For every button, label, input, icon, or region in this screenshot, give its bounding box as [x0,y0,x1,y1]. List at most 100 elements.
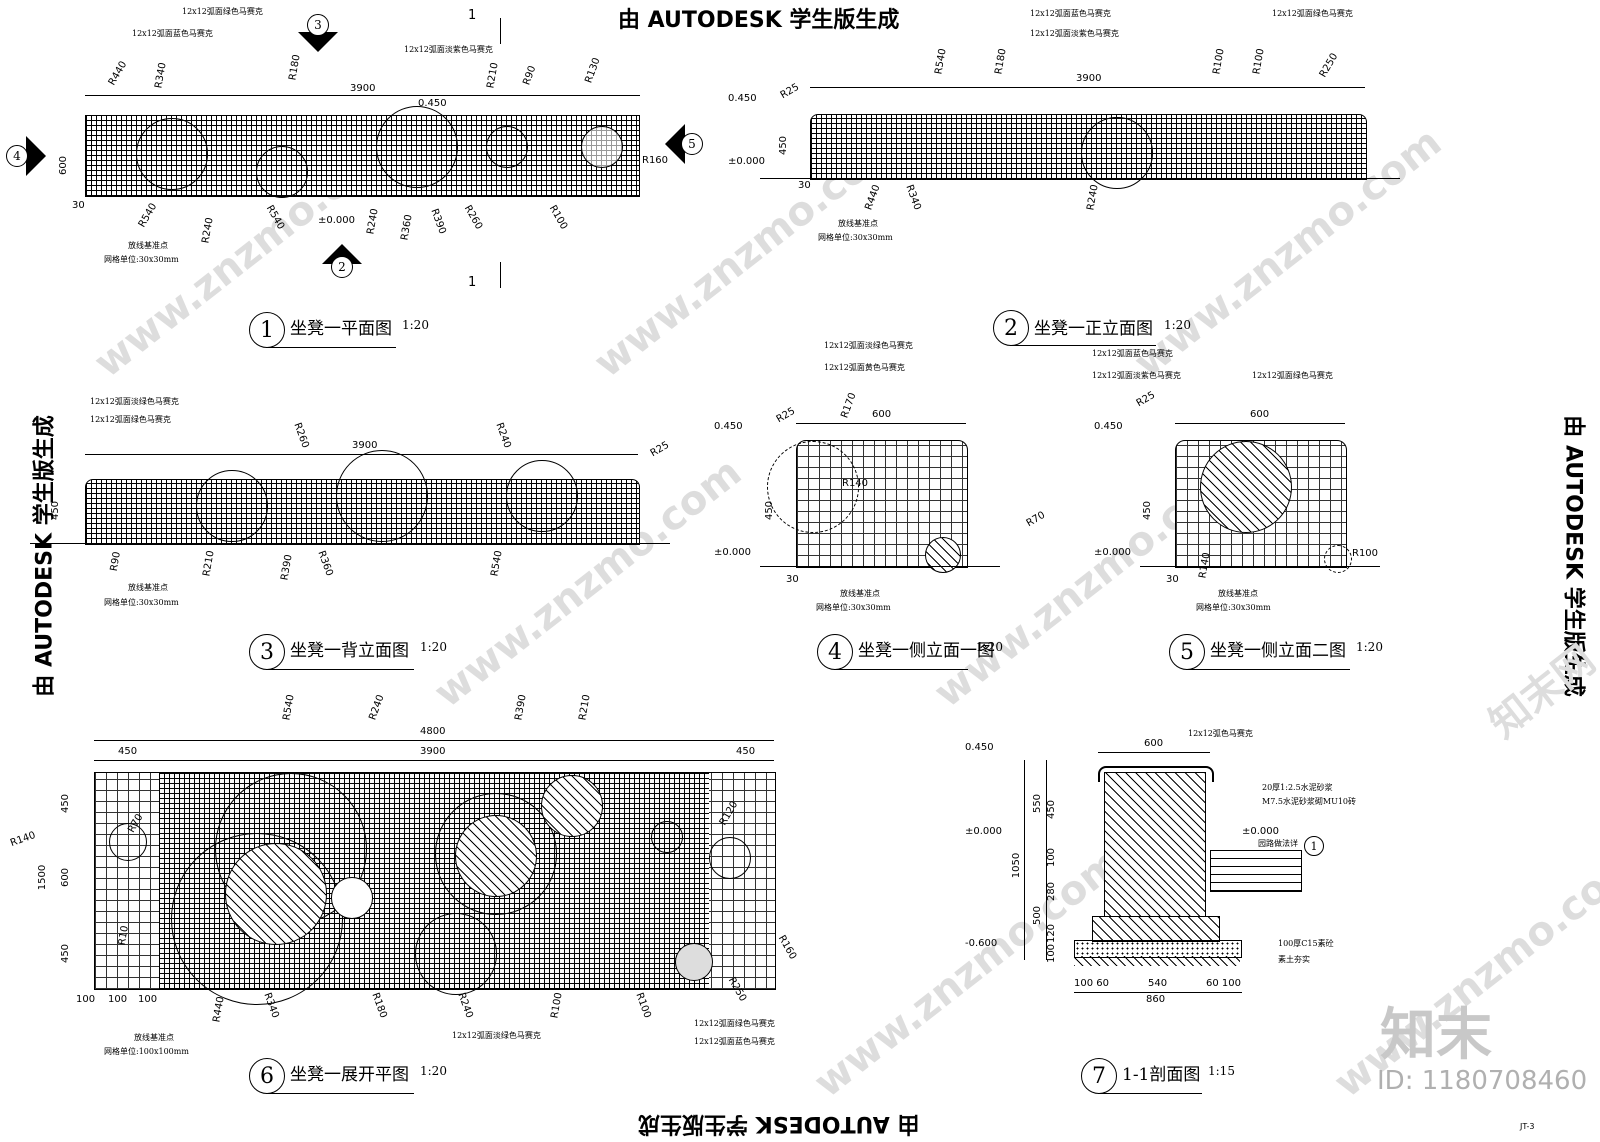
back-radius: R360 [315,549,335,578]
plan-radius: R210 [485,61,501,90]
side2-radius: R100 [1352,548,1379,559]
view-marker-5: 5 [665,124,709,164]
title-underline [266,1093,414,1094]
unfold-radius: R240 [455,991,475,1020]
plan-radius: R90 [521,64,539,87]
section-cut-line [500,18,501,44]
side2-mosaic-note: 12x12弧面绿色马赛克 [1252,371,1333,380]
front-radius: R180 [993,47,1009,76]
side2-level-zero: ±0.000 [1094,547,1132,558]
side2-radius: R25 [1134,389,1158,410]
view-marker-circle: 3 [307,14,329,36]
view-marker-circle: 2 [331,256,353,278]
drawing-scale: 1:20 [402,318,429,332]
unfold-circle [331,877,373,919]
drawing-number-circle: 3 [249,634,285,670]
drawing-title: 坐凳一背立面图 [290,641,409,661]
side2-datum-note: 放线基准点 [1218,589,1258,598]
title-underline [1010,345,1156,346]
back-dim-3900: 3900 [352,440,378,451]
plan-grid-note: 网格单位:30x30mm [104,255,179,264]
plan-mosaic-note: 12x12弧面淡紫色马赛克 [404,45,493,54]
section-body [1104,772,1206,922]
section-brick-note: M7.5水泥砂浆砌MU10砖 [1262,797,1357,806]
unfold-radius: R100 [549,991,565,1020]
side1-grid-note: 网格单位:30x30mm [816,603,891,612]
section-dim-450: 450 [1046,799,1058,820]
plan-radius: R240 [365,207,381,236]
sheet-number: JT-3 [1520,1122,1535,1131]
plan-radius: R100 [546,203,570,232]
front-radius: R240 [1085,183,1101,212]
side2-grid-note: 网格单位:30x30mm [1196,603,1271,612]
drawing-scale: 1:20 [1356,640,1383,654]
unfold-radius: R100 [633,991,653,1020]
unfold-dim-450: 450 [736,746,756,757]
plan-radius: R130 [583,56,603,85]
section-dim-120: 120 [1046,923,1058,944]
front-datum-note: 放线基准点 [838,219,878,228]
front-mosaic-note: 12x12弧面绿色马赛克 [1272,9,1353,18]
plan-radius: R360 [399,213,415,242]
front-dim-450: 450 [778,135,790,156]
unfold-dim-450: 450 [60,793,72,814]
drawing-number-circle: 2 [993,310,1029,346]
side2-dim-450: 450 [1142,500,1154,521]
unfold-circle [709,837,751,879]
front-dim-line [810,87,1365,88]
plan-circle [376,106,458,188]
unfold-dim-3900: 3900 [420,746,446,757]
drawing-title: 1-1剖面图 [1122,1065,1201,1085]
title-underline [266,347,396,348]
banner-top: 由 AUTODESK 学生版生成 [618,8,900,33]
plan-dim-3900: 3900 [350,83,376,94]
back-circle [196,470,268,542]
plan-mosaic-note: 12x12弧面绿色马赛克 [182,7,263,16]
unfold-dim-100: 100 [138,994,158,1005]
section-dim-860: 860 [1146,994,1166,1005]
section-drawing [1070,760,1340,990]
section-dim-100: 100 [1046,943,1058,964]
watermark-brand: 知末网 [1481,637,1600,748]
unfold-circle [675,943,713,981]
section-dim-bottom: 60 100 [1206,978,1241,989]
unfold-radius: R160 [775,933,799,962]
plan-radius: R180 [287,53,303,82]
section-seat-cap [1098,766,1214,782]
section-footing [1092,916,1220,942]
section-dim-600: 600 [1144,738,1164,749]
plan-radius: R440 [106,59,130,88]
banner-bottom: 由 AUTODESK 学生版生成 [638,1111,920,1136]
title-underline [1186,669,1350,670]
drawing-number-circle: 1 [249,312,285,348]
plan-circle [136,118,208,190]
front-mosaic-note: 12x12弧面淡紫色马赛克 [1030,29,1119,38]
unfold-radius: R440 [211,995,227,1024]
side2-dim-600: 600 [1250,409,1270,420]
section-cut-line [500,262,501,288]
section-mark: 1 [468,275,477,290]
section-dim-540: 540 [1148,978,1168,989]
plan-circle [256,146,308,198]
side2-dim-30: 30 [1166,574,1179,585]
back-mosaic-note: 12x12弧面淡绿色马赛克 [90,397,179,406]
unfold-radius: R390 [513,693,529,722]
drawing-title: 坐凳一展开平图 [290,1065,409,1085]
side1-datum-note: 放线基准点 [840,589,880,598]
plan-radius: R540 [136,201,160,230]
side1-bench-elevation [767,440,968,573]
view-marker-4: 4 [6,136,46,176]
section-mark: 1 [468,8,477,23]
front-bench-elevation [810,114,1367,189]
section-vertical-dim-line [1024,760,1025,960]
drawing-scale: 1:20 [420,640,447,654]
plan-radius: R260 [461,203,485,232]
side1-dim-30: 30 [786,574,799,585]
side1-radius: R140 [842,478,869,489]
plan-dim-30: 30 [72,200,85,211]
section-soil-note: 素土夯实 [1278,955,1310,964]
unfold-circle-filled [455,815,537,897]
section-soil [1074,956,1240,966]
plan-datum-note: 放线基准点 [128,241,168,250]
section-detail-marker: 1 [1304,836,1324,856]
